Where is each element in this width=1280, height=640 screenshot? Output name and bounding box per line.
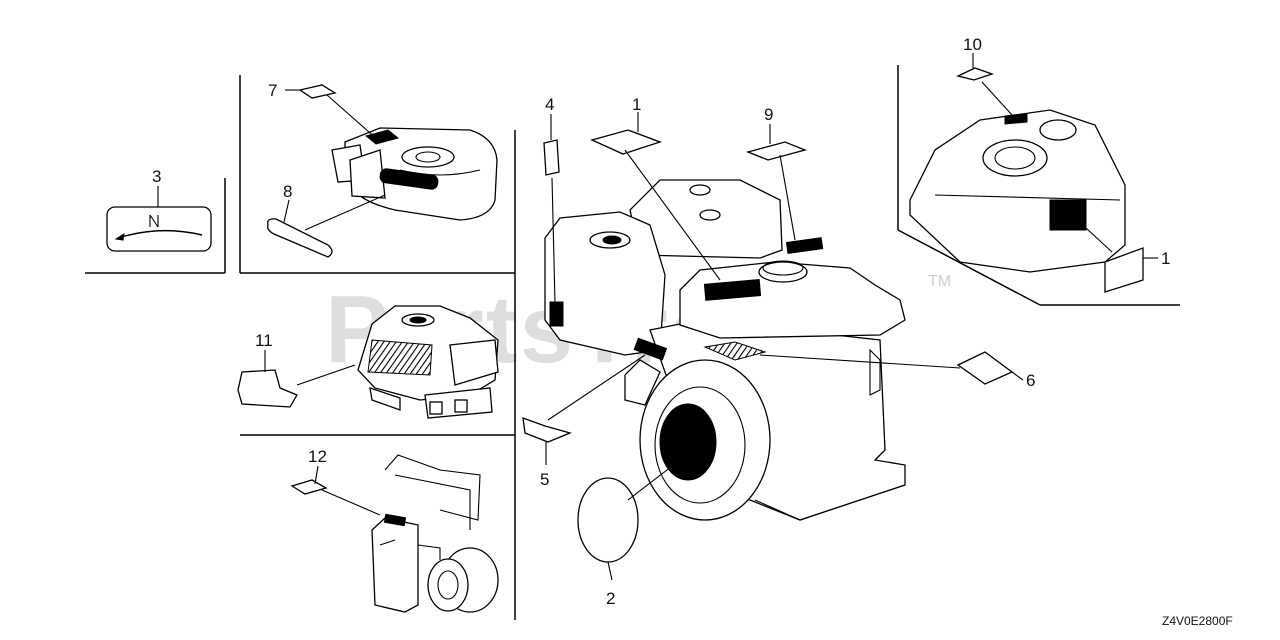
label-8-sticker[interactable] — [266, 218, 333, 258]
trademark-symbol: TM — [928, 273, 951, 290]
callout-4: 4 — [545, 95, 554, 114]
leader-lines — [157, 53, 1158, 581]
label-6-sticker[interactable] — [956, 351, 1014, 385]
label-4-sticker[interactable] — [543, 139, 560, 176]
callout-2: 2 — [606, 589, 615, 608]
air-cleaner-top — [331, 127, 498, 221]
callout-6: 6 — [1026, 371, 1035, 390]
label-1-sticker-top[interactable] — [590, 129, 662, 155]
label-1-sticker-right[interactable] — [1104, 247, 1144, 293]
callout-7: 7 — [268, 81, 277, 100]
label-9-sticker[interactable] — [745, 141, 808, 161]
label-2-sticker[interactable] — [577, 477, 639, 563]
callout-8: 8 — [283, 182, 292, 201]
callout-9: 9 — [764, 105, 773, 124]
fuel-tank-assembly — [909, 109, 1126, 273]
engine-assembly — [544, 179, 906, 521]
callout-10: 10 — [963, 35, 982, 54]
choke-lever-label[interactable] — [106, 206, 212, 252]
callout-5: 5 — [540, 470, 549, 489]
housing-bottom — [371, 454, 499, 613]
callout-12: 12 — [308, 447, 327, 466]
diagram-reference-code: Z4V0E2800F — [1162, 614, 1233, 628]
callout-1-top: 1 — [632, 95, 641, 114]
callout-11: 11 — [255, 331, 273, 350]
label-5-sticker[interactable] — [522, 417, 572, 443]
callout-3: 3 — [152, 167, 161, 186]
label-12-sticker[interactable] — [290, 479, 328, 495]
callout-1-right: 1 — [1161, 249, 1170, 268]
callout-labels: 7 3 8 11 12 4 1 9 10 1 6 5 2 — [152, 35, 1170, 608]
label-11-sticker[interactable] — [237, 369, 298, 408]
label-7-sticker[interactable] — [298, 84, 337, 99]
air-cleaner-middle — [357, 305, 499, 419]
panel-dividers — [85, 65, 1180, 620]
label-10-sticker[interactable] — [956, 67, 995, 81]
